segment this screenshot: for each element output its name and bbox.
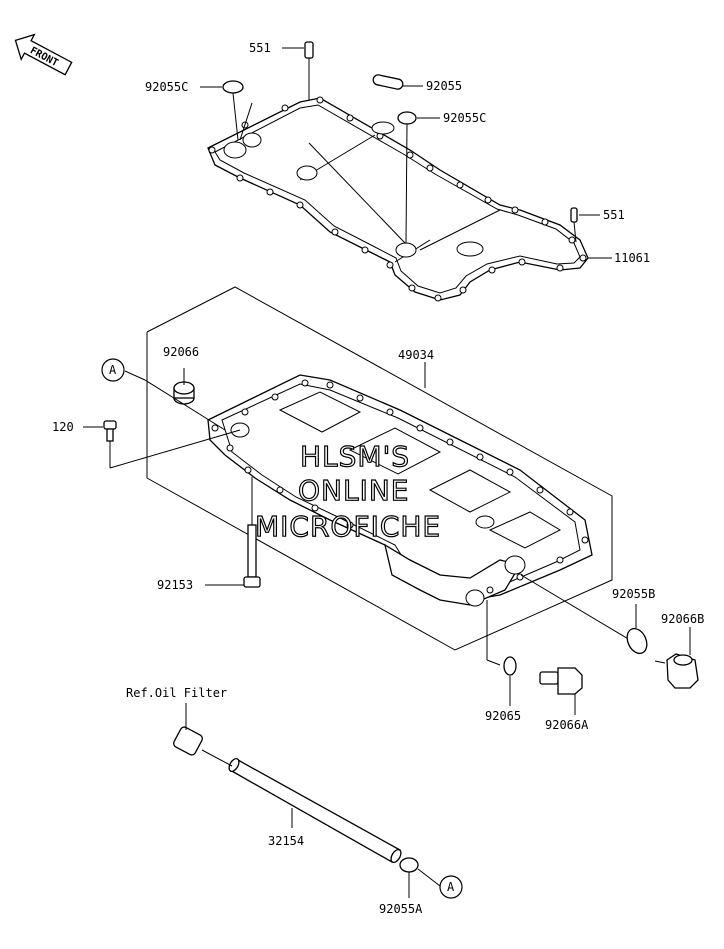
label-92066a: 92066A xyxy=(545,718,589,732)
label-92065: 92065 xyxy=(485,709,521,723)
label-92055c-left: 92055C xyxy=(145,80,188,94)
label-92055: 92055 xyxy=(426,79,462,93)
leader-lines-pipe xyxy=(185,703,441,898)
oring-92055c-right xyxy=(397,111,417,125)
label-92066: 92066 xyxy=(163,345,199,359)
oil-filter-fitting xyxy=(173,726,203,756)
oring-92055a xyxy=(399,857,419,873)
label-32154: 32154 xyxy=(268,834,304,848)
label-92055c-right: 92055C xyxy=(443,111,486,125)
label-92055a: 92055A xyxy=(379,902,423,916)
callout-a-top: A xyxy=(101,358,125,382)
callout-a-bottom: A xyxy=(439,875,463,899)
watermark-line-1: HLSM'S xyxy=(300,440,410,473)
oring-92055b xyxy=(626,627,648,655)
watermark-line-2: ONLINE xyxy=(298,474,409,507)
label-92153: 92153 xyxy=(157,578,193,592)
bolt-92153 xyxy=(243,524,261,588)
bolt-120 xyxy=(103,420,117,442)
plug-92066b xyxy=(666,653,699,689)
washer-92065 xyxy=(503,656,517,676)
leader-lines-top xyxy=(200,47,612,259)
watermark-line-3: MICROFICHE xyxy=(255,510,441,543)
gasket-11061 xyxy=(207,96,589,302)
oil-pan-bounding-box xyxy=(146,286,613,651)
callout-a-bottom-text: A xyxy=(447,880,455,894)
label-551-right: 551 xyxy=(603,208,625,222)
oring-92055 xyxy=(372,74,404,90)
callout-a-top-text: A xyxy=(109,363,117,377)
label-551-top: 551 xyxy=(249,41,271,55)
label-49034: 49034 xyxy=(398,348,434,362)
front-arrow-icon: FRONT xyxy=(14,33,73,76)
label-92066b: 92066B xyxy=(661,612,704,626)
dowel-pin-551-right xyxy=(570,207,578,223)
label-ref-oil-filter: Ref.Oil Filter xyxy=(126,686,227,700)
label-92055b: 92055B xyxy=(612,587,655,601)
plug-92066 xyxy=(173,381,195,405)
oil-pan-49034 xyxy=(207,374,593,607)
watermark: HLSM'S ONLINE MICROFICHE xyxy=(254,439,441,543)
pipe-32154 xyxy=(228,757,402,864)
plug-92066a xyxy=(539,667,583,695)
label-11061: 11061 xyxy=(614,251,650,265)
label-120: 120 xyxy=(52,420,74,434)
dowel-pin-551-top xyxy=(304,41,314,59)
leader-lines-pan xyxy=(83,368,691,715)
oring-92055c-left xyxy=(222,80,244,94)
